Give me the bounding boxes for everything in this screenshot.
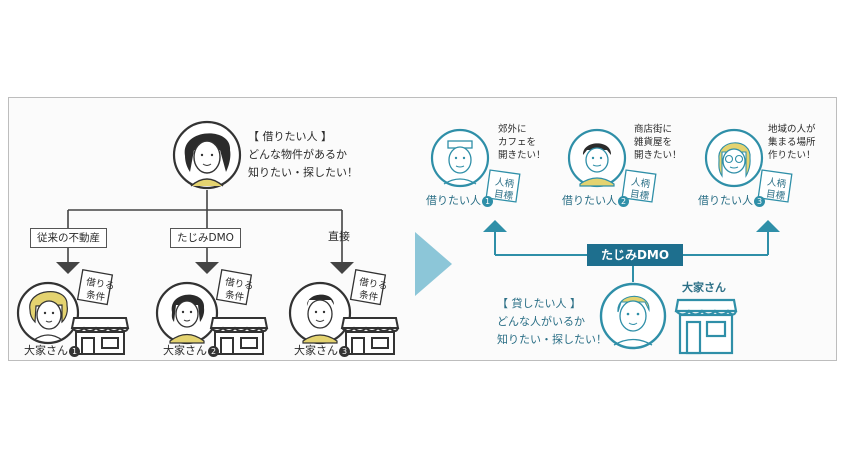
- pcard-3-line-2: 目標: [765, 188, 786, 203]
- pcard-1-line-2: 目標: [493, 188, 514, 203]
- landlord-right-line-2: 知りたい・探したい！: [497, 333, 607, 346]
- up-arrows: [483, 220, 780, 232]
- tenant-avatar-2: [567, 128, 627, 188]
- tenant-top-avatar: [172, 120, 242, 190]
- condition-card-2: [215, 269, 253, 306]
- personality-card-2: [621, 169, 657, 203]
- tenant-avatar-1: [430, 128, 490, 188]
- landlord-avatar-right: [599, 282, 667, 350]
- shop-icon-1: [70, 317, 130, 355]
- shop-icon-3: [340, 317, 400, 355]
- dmo-banner: たじみDMO: [587, 244, 683, 266]
- tenant-title: 【 借りたい人 】: [248, 130, 332, 143]
- landlord-right-line-1: どんな人がいるか: [497, 315, 585, 328]
- wish-1-line-2: カフェを: [498, 137, 537, 148]
- condition-card-3: [349, 269, 387, 306]
- personality-card-1: [485, 169, 521, 203]
- wish-2-line-3: 開きたい！: [634, 150, 682, 161]
- landlord-avatar-2: [155, 281, 219, 345]
- wish-3-line-2: 集まる場所: [768, 137, 816, 148]
- wish-1-line-1: 郊外に: [498, 124, 527, 135]
- wish-1-line-3: 開きたい！: [498, 150, 546, 161]
- wish-2-line-1: 商店街に: [634, 124, 673, 135]
- condition-card-1: [76, 269, 114, 306]
- landlord-right-label: 大家さん: [682, 281, 726, 294]
- down-arrows: [56, 262, 354, 274]
- landlord-avatar-1: [16, 281, 80, 345]
- landlord-right-title: 【 貸したい人 】: [497, 297, 581, 310]
- transition-arrow: [415, 232, 452, 296]
- wish-3-line-3: 作りたい！: [768, 150, 816, 161]
- landlord-avatar-3: [288, 281, 352, 345]
- wish-3-line-1: 地域の人が: [768, 124, 816, 135]
- personality-card-3: [757, 169, 793, 203]
- left-tree-lines: [67, 190, 343, 262]
- channel-tajimi-dmo: たじみDMO: [170, 228, 241, 248]
- channel-direct: 直接: [328, 230, 350, 243]
- pcard-2-line-2: 目標: [629, 188, 650, 203]
- tenant-avatar-3: [704, 128, 764, 188]
- tenant-line-2: 知りたい・探したい！: [248, 166, 358, 179]
- tenant-line-1: どんな物件があるか: [248, 148, 347, 161]
- shop-icon-right: [674, 298, 738, 355]
- shop-icon-2: [209, 317, 269, 355]
- wish-2-line-2: 雑貨屋を: [634, 137, 673, 148]
- channel-traditional-realestate: 従来の不動産: [30, 228, 107, 248]
